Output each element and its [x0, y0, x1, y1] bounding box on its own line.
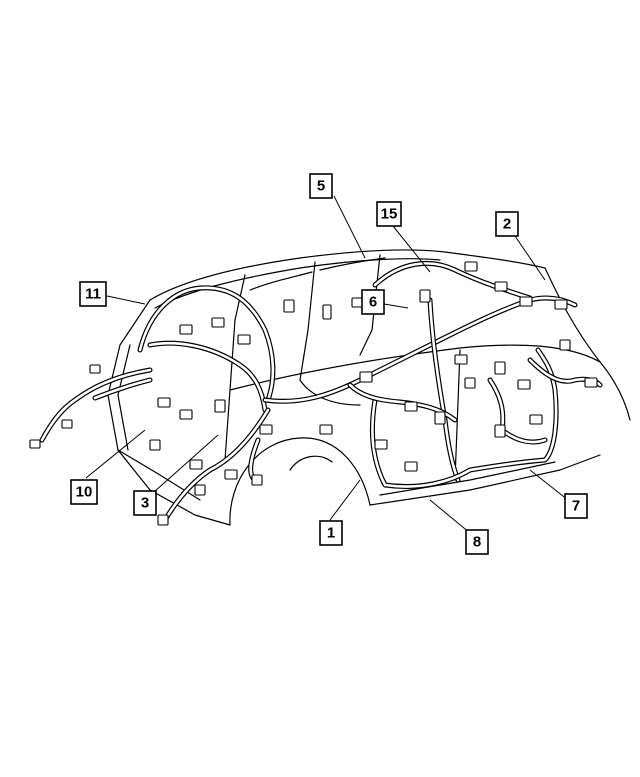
callout-15-label: 15 [381, 206, 398, 223]
callout-2-label: 2 [503, 216, 511, 233]
callout-3: 3 [133, 490, 157, 516]
callout-10: 10 [70, 479, 98, 505]
callout-6: 6 [361, 289, 385, 315]
callout-7: 7 [564, 493, 588, 519]
callout-1-label: 1 [327, 525, 335, 542]
callout-8: 8 [465, 529, 489, 555]
callout-10-label: 10 [76, 484, 93, 501]
callout-8-label: 8 [473, 534, 481, 551]
callout-3-label: 3 [141, 495, 149, 512]
callout-leader-lines [85, 195, 569, 534]
callout-11-label: 11 [85, 286, 101, 303]
callout-11: 11 [79, 281, 107, 307]
callout-5-label: 5 [317, 178, 325, 195]
wiring-harness-bundles [39, 260, 603, 523]
callout-6-label: 6 [369, 294, 377, 311]
vehicle-body-outline [107, 249, 631, 526]
harness-connectors [29, 261, 598, 526]
callout-1: 1 [319, 520, 343, 546]
callout-15: 15 [376, 201, 402, 227]
callout-5: 5 [309, 173, 333, 199]
callout-2: 2 [495, 211, 519, 237]
callout-7-label: 7 [572, 498, 580, 515]
